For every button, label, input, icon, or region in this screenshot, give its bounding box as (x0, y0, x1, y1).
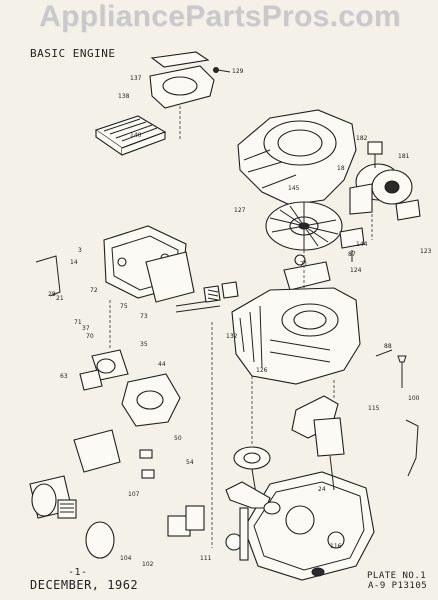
part-callout-100: 100 (408, 395, 420, 402)
part-callout-50: 50 (174, 435, 182, 442)
part-callout-75: 75 (120, 303, 128, 310)
callout-layer: 129 137 138 140 182 181 18 145 127 144 124 123 24 70 7… (48, 68, 432, 568)
part-callout-137: 137 (130, 75, 142, 82)
part-callout-88: 88 (384, 343, 392, 350)
part-callout-14: 14 (70, 259, 78, 266)
air-filter-element (94, 115, 167, 157)
part-callout-71: 71 (300, 261, 308, 268)
diagram-title: BASIC ENGINE (30, 47, 116, 60)
part-callout-129: 129 (232, 68, 244, 75)
part-callout-3: 3 (78, 247, 82, 254)
part-callout-35: 35 (140, 341, 148, 348)
cylinder-head-cover (103, 225, 195, 303)
cylinder-block (231, 287, 361, 385)
part-callout-115: 115 (368, 405, 380, 412)
part-callout-71: 71 (74, 319, 82, 326)
part-callout-63: 63 (60, 373, 68, 380)
part-callout-104: 104 (120, 555, 132, 562)
part-callout-138: 138 (118, 93, 130, 100)
watermark: AppliancePartsPros.com (39, 0, 401, 33)
part-callout-144: 144 (356, 241, 368, 248)
flywheel (265, 201, 343, 251)
part-callout-107: 107 (128, 491, 140, 498)
part-callout-145: 145 (288, 185, 300, 192)
page-number: -1- (68, 567, 88, 578)
part-callout-140: 140 (130, 132, 142, 139)
part-callout-54: 54 (186, 459, 194, 466)
part-callout-181: 181 (398, 153, 410, 160)
part-callout-44: 44 (158, 361, 166, 368)
blower-housing (237, 109, 357, 206)
revision-date: DECEMBER, 1962 (30, 578, 139, 592)
part-callout-111: 111 (200, 555, 212, 562)
magneto-parts (283, 227, 365, 291)
cam-gear (233, 446, 271, 495)
part-callout-116: 116 (330, 543, 342, 550)
part-callout-37: 37 (82, 325, 90, 332)
part-callout-18: 18 (337, 165, 345, 172)
crankshaft (291, 395, 345, 491)
part-callout-21: 21 (56, 295, 64, 302)
part-callout-123: 123 (420, 248, 432, 255)
part-callout-28: 28 (48, 291, 56, 298)
valves (175, 281, 239, 313)
part-callout-87: 87 (348, 251, 356, 258)
part-callout-124: 124 (350, 267, 362, 274)
part-callout-70: 70 (86, 333, 94, 340)
connecting-rod (225, 481, 281, 515)
part-callout-24: 24 (318, 486, 326, 493)
plate-id: A-9 P13105 (368, 581, 428, 591)
part-callout-126: 126 (256, 367, 268, 374)
part-callout-182: 182 (356, 135, 368, 142)
part-callout-73: 73 (140, 313, 148, 320)
part-callout-127: 127 (234, 207, 246, 214)
plate-number: PLATE NO.1 (367, 571, 427, 581)
assembly-lines (109, 106, 373, 548)
part-callout-72: 72 (90, 287, 98, 294)
part-callout-102: 102 (142, 561, 154, 568)
engine-sump (243, 471, 375, 581)
small-parts (35, 255, 419, 561)
muffler (29, 429, 121, 559)
rewind-starter (349, 141, 421, 221)
air-filter-cover (149, 51, 231, 109)
carburetor (79, 349, 181, 427)
part-callout-132: 132 (226, 333, 238, 340)
